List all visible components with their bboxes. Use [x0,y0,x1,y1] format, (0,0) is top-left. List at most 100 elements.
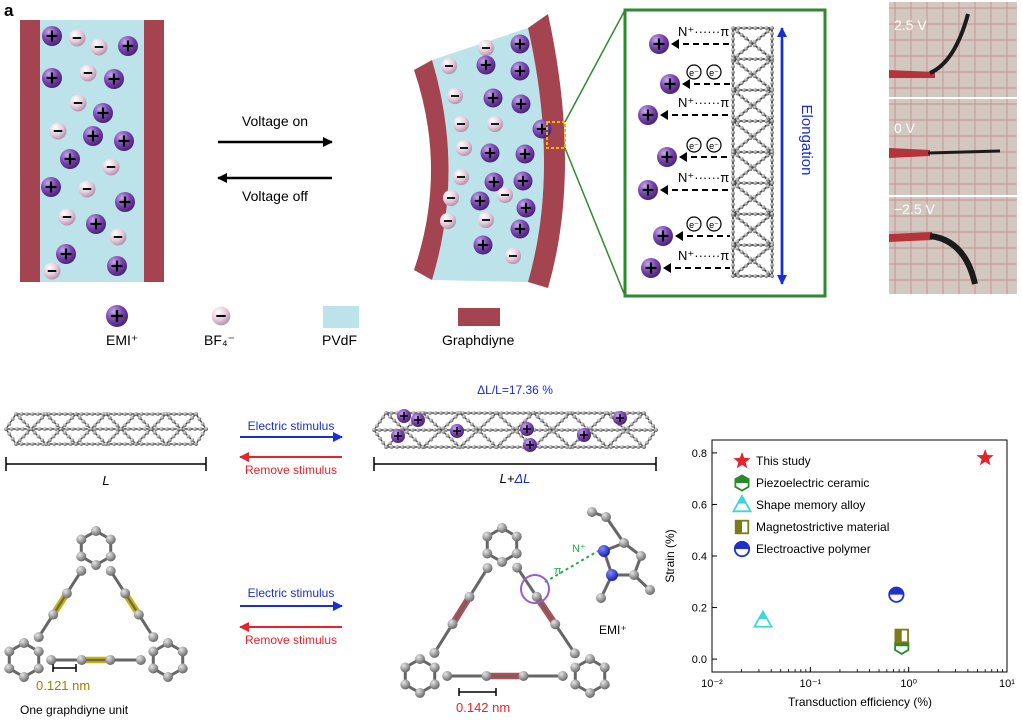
anion-icon [102,158,120,176]
anion-icon [439,212,457,230]
cation-icon [86,214,106,234]
legend-cation-symbol [106,305,128,327]
cation-icon [510,34,530,54]
anion-icon [43,262,61,280]
data-point-star [976,449,994,466]
elongated-graphdiyne-chain [372,409,658,452]
electron-label: e⁻ [689,141,699,151]
anion-icon [79,64,97,82]
anion-icon [440,57,458,75]
cation-icon [638,180,658,200]
interaction-site-circle [520,574,550,604]
zoom-box [546,121,566,149]
cation-icon [638,105,658,125]
electron-label: e⁻ [689,68,699,78]
legend-graphdiyne-label: Graphdiyne [442,332,515,348]
cation-icon [513,171,533,191]
electron-label: e⁻ [709,220,719,230]
anion-icon [496,186,514,204]
film-bent-up [929,13,970,75]
n-plus-label: N⁺ [572,543,586,555]
elongation-label: Elongation [798,105,815,176]
clamp-3 [889,232,932,242]
bent-ion-cluster [439,34,552,265]
cation-icon [104,69,124,89]
cation-pi-label: N⁺······π [678,95,729,110]
material-legend: EMI⁺ BF₄⁻ PVdF Graphdiyne [106,305,515,348]
electron-icon [706,64,722,80]
voltage-label-zero: 0 V [894,120,916,136]
cation-icon [41,177,61,197]
film-bent-down [929,233,978,285]
legend-pvdf-label: PVdF [322,332,357,348]
anion-icon [477,39,495,57]
anion-icon [452,115,470,133]
cation-icon [510,219,530,239]
cation-icon [476,55,496,75]
electric-stimulus-label: Electric stimulus [248,419,335,433]
remove-stimulus-label: Remove stimulus [245,463,337,477]
clamp-2 [889,148,930,158]
graphdiyne-unit [4,526,188,682]
adsorbed-cation-icon [450,424,464,438]
elongated-length-label: L+ΔL [500,471,531,486]
graphdiyne-chain [4,412,208,446]
plot-frame [711,439,1008,673]
anion-icon [504,247,522,265]
anion-icon [78,180,96,198]
legend-marker-star [733,452,751,469]
anion-icon [442,189,460,207]
emi-molecule [587,507,655,603]
legend-entry-label: Shape memory alloy [756,498,865,512]
ion-cluster [41,26,138,280]
emi-label: EMI⁺ [599,623,627,637]
y-tick-label: 0.8 [692,448,707,460]
adsorbed-cation-icon [391,429,405,443]
cation-icon [660,74,680,94]
adsorbed-cation-icon [523,438,537,452]
legend-marker-triangle-half [731,494,753,513]
cation-icon [641,258,661,278]
x-tick-label: 10⁻² [701,678,723,690]
y-tick-label: 0.0 [692,654,707,666]
anion-icon [486,115,504,133]
cation-pi-label: N⁺······π [678,24,729,39]
x-tick-label: 10⁰ [900,678,917,690]
legend-graphdiyne-swatch [458,308,500,326]
legend-entry-label: Magnetostrictive material [756,520,889,534]
photo-background [889,2,1017,294]
anion-icon [49,122,67,140]
bond-length-after: 0.142 nm [456,700,510,715]
electron-icon [686,216,702,232]
zoom-panel: N⁺······πe⁻e⁻N⁺······πe⁻e⁻N⁺······πe⁻e⁻N… [623,8,827,298]
adsorbed-cation-icon [577,428,591,442]
cation-icon [515,144,535,164]
strain-value: ΔL/L=17.36 % [477,383,553,397]
anion-icon [211,306,231,326]
anion-icon [446,87,464,105]
adsorbed-cation-icon [397,409,411,423]
right-electrode [144,20,164,282]
cation-icon [42,68,62,88]
film-straight [927,149,1001,155]
x-tick-label: 10⁻¹ [799,678,821,690]
electron-icon [706,216,722,232]
actuation-photos: 2.5 V 0 V −2.5 V [889,2,1017,294]
bent-actuator [414,9,626,297]
flat-actuator [20,20,164,282]
zoom-line-top [564,9,626,123]
unit-caption: One graphdiyne unit [20,703,129,717]
legend-marker-hexagon-half [734,474,750,492]
cation-pi-label: N⁺······π [678,170,729,185]
cation-icon [516,198,536,218]
bent-right-electrode [528,14,565,288]
cation-icon [484,172,504,192]
pi-label: π [554,565,562,577]
legend-bf4-label: BF₄⁻ [204,332,235,348]
cation-icon [653,226,673,246]
remove-stimulus-label-2: Remove stimulus [245,633,337,647]
cation-icon [107,256,127,276]
